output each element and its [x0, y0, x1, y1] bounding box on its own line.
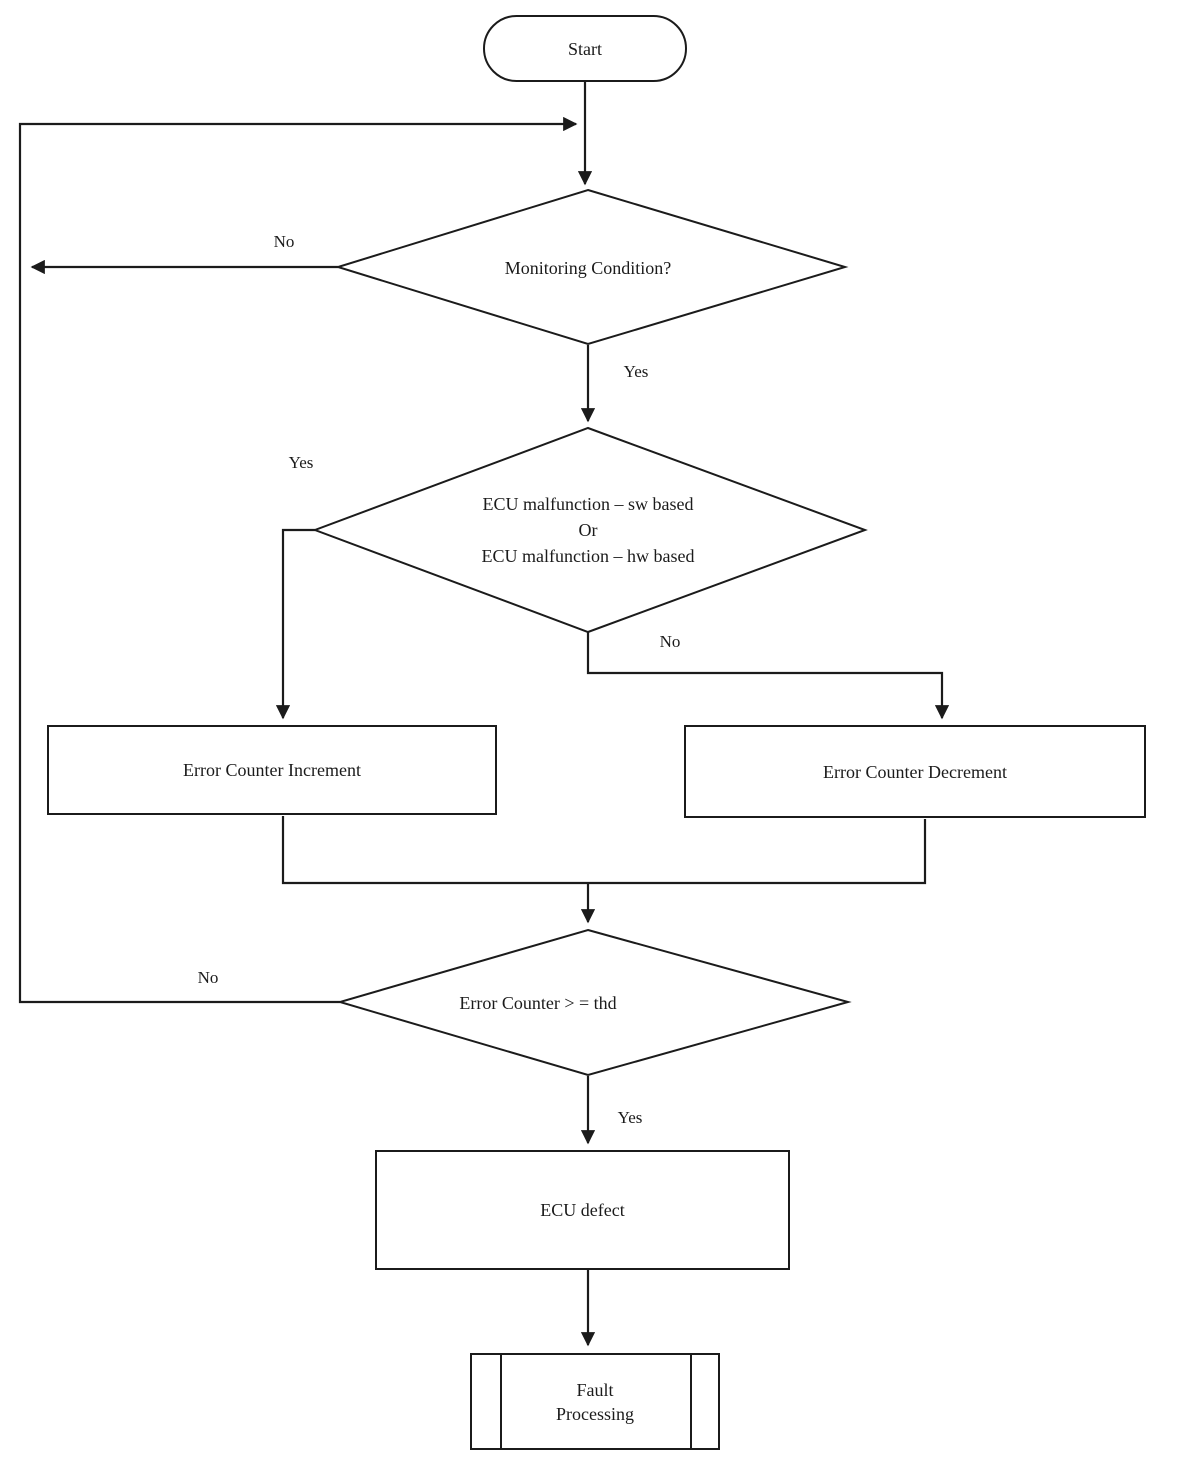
- node-malfunction-line1: ECU malfunction – sw based: [482, 494, 694, 514]
- edge-label-threshold-no: No: [197, 968, 219, 987]
- node-start: Start: [483, 15, 687, 82]
- node-decrement-label: Error Counter Decrement: [823, 761, 1007, 782]
- node-malfunction-line3: ECU malfunction – hw based: [481, 546, 695, 566]
- node-fault-label: Fault Processing: [556, 1378, 634, 1426]
- node-defect-label: ECU defect: [540, 1200, 625, 1220]
- node-fault-line1: Fault: [576, 1379, 614, 1400]
- node-decrement: Error Counter Decrement: [684, 725, 1146, 818]
- node-increment-label: Error Counter Increment: [183, 760, 361, 780]
- node-monitoring-label: Monitoring Condition?: [504, 258, 672, 278]
- edge-label-monitoring-no: No: [273, 232, 295, 251]
- edge-feedback-loop: [18, 116, 578, 1004]
- node-threshold-label: Error Counter > = thd: [459, 993, 617, 1013]
- decision-threshold-shape: [336, 928, 852, 1077]
- predefined-right-bar: [690, 1355, 692, 1448]
- decision-malfunction-shape: [312, 426, 868, 634]
- edge-malfunction-no: [586, 632, 950, 720]
- node-fault-processing: Fault Processing: [470, 1353, 720, 1450]
- node-start-label: Start: [568, 38, 602, 59]
- edge-merge-frame: [281, 816, 927, 885]
- edge-label-monitoring-yes: Yes: [623, 362, 649, 381]
- decision-monitoring-shape: [334, 188, 849, 346]
- edge-label-threshold-yes: Yes: [617, 1108, 643, 1127]
- node-malfunction-line2: Or: [578, 520, 598, 540]
- edge-label-malfunction-yes: Yes: [288, 453, 314, 472]
- node-increment: Error Counter Increment: [47, 725, 497, 815]
- node-defect: ECU defect: [375, 1150, 790, 1270]
- node-malfunction-label: ECU malfunction – sw based Or ECU malfun…: [398, 491, 778, 569]
- node-fault-line2: Processing: [556, 1403, 634, 1424]
- edge-label-malfunction-no: No: [659, 632, 681, 651]
- edge-malfunction-yes: [275, 528, 315, 720]
- predefined-left-bar: [500, 1355, 502, 1448]
